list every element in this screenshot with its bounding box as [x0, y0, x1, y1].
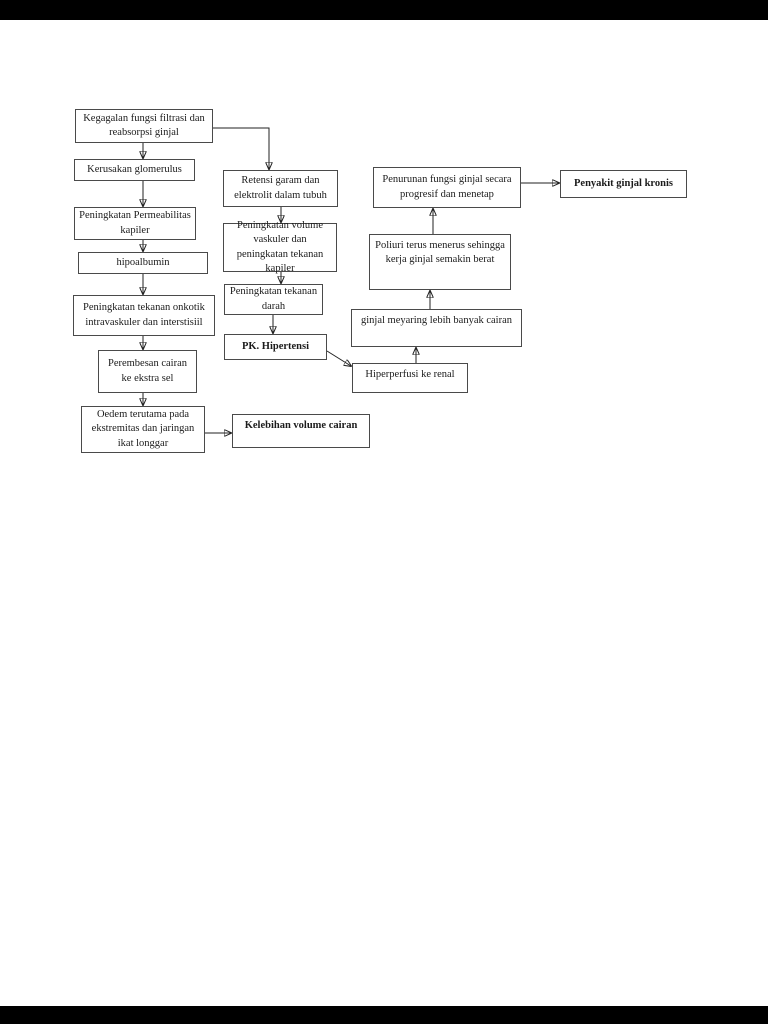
node-perembesan-cairan: Perembesan cairan ke ekstra sel	[98, 350, 197, 393]
node-penyakit-ginjal-kronis: Penyakit ginjal kronis	[560, 170, 687, 198]
document-page: Kegagalan fungsi filtrasi dan reabsorpsi…	[0, 20, 768, 1006]
edge-pk-hiperperfusi	[326, 350, 351, 366]
node-kelebihan-volume-cairan: Kelebihan volume cairan	[232, 414, 370, 448]
node-tekanan-onkotik: Peningkatan tekanan onkotik intravaskule…	[73, 295, 215, 336]
node-hipoalbumin: hipoalbumin	[78, 252, 208, 274]
node-kerusakan-glomerulus: Kerusakan glomerulus	[74, 159, 195, 181]
node-peningkatan-permeabilitas: Peningkatan Permeabilitas kapiler	[74, 207, 196, 240]
top-letterbox-bar	[0, 0, 768, 20]
node-kegagalan-fungsi-filtrasi: Kegagalan fungsi filtrasi dan reabsorpsi…	[75, 109, 213, 143]
node-ginjal-menyaring: ginjal meyaring lebih banyak cairan	[351, 309, 522, 347]
node-retensi-garam: Retensi garam dan elektrolit dalam tubuh	[223, 170, 338, 207]
node-peningkatan-volume-vaskuler: Peningkatan volume vaskuler dan peningka…	[223, 220, 337, 274]
edge-kegagalan-retensi	[213, 127, 269, 169]
node-penurunan-fungsi-ginjal: Penurunan fungsi ginjal secara progresif…	[373, 167, 521, 208]
node-poliuri: Poliuri terus menerus sehingga kerja gin…	[369, 234, 511, 290]
bottom-letterbox-bar	[0, 1006, 768, 1024]
node-peningkatan-tekanan-darah: Peningkatan tekanan darah	[224, 284, 323, 315]
node-hiperperfusi-renal: Hiperperfusi ke renal	[352, 363, 468, 393]
node-oedem: Oedem terutama pada ekstremitas dan jari…	[81, 406, 205, 453]
node-pk-hipertensi: PK. Hipertensi	[224, 334, 327, 360]
